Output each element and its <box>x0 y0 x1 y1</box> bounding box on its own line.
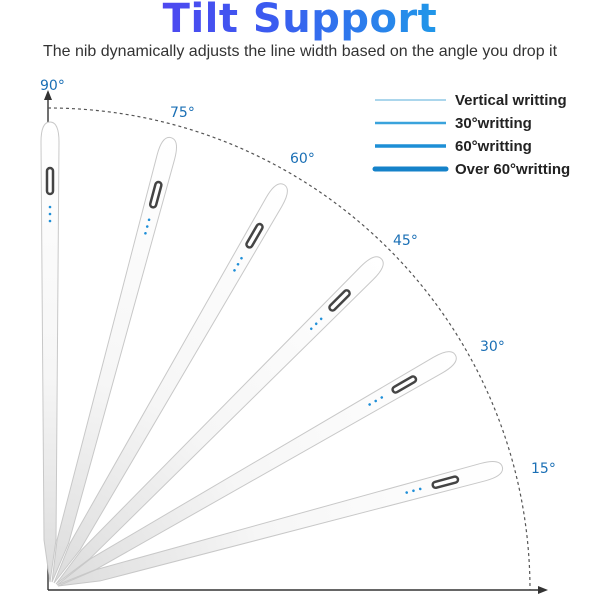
legend-label-30: 30°writting <box>455 115 532 132</box>
angle-label-60: 60° <box>290 151 315 167</box>
angle-label-15: 15° <box>531 461 556 477</box>
pen-60 <box>53 183 288 584</box>
legend-label-over-60: Over 60°writting <box>455 161 570 178</box>
angle-label-75: 75° <box>170 105 195 121</box>
horizontal-axis-arrow <box>538 586 548 594</box>
angle-label-45: 45° <box>393 233 418 249</box>
pen-15 <box>57 460 504 587</box>
pen-90 <box>40 121 60 583</box>
legend-label-60: 60°writting <box>455 138 532 155</box>
pen-30 <box>56 351 457 586</box>
pen-45 <box>55 256 384 585</box>
angle-label-30: 30° <box>480 339 505 355</box>
angle-label-90: 90° <box>40 78 65 94</box>
page-title: Tilt Support <box>0 0 600 42</box>
vertical-axis-arrow <box>44 90 52 100</box>
legend-label-vertical: Vertical writting <box>455 92 567 109</box>
legend: Vertical writting 30°writting 60°writtin… <box>372 92 570 178</box>
page-subtitle: The nib dynamically adjusts the line wid… <box>42 43 558 60</box>
angle-arc <box>47 107 531 591</box>
pen-75 <box>51 136 178 583</box>
